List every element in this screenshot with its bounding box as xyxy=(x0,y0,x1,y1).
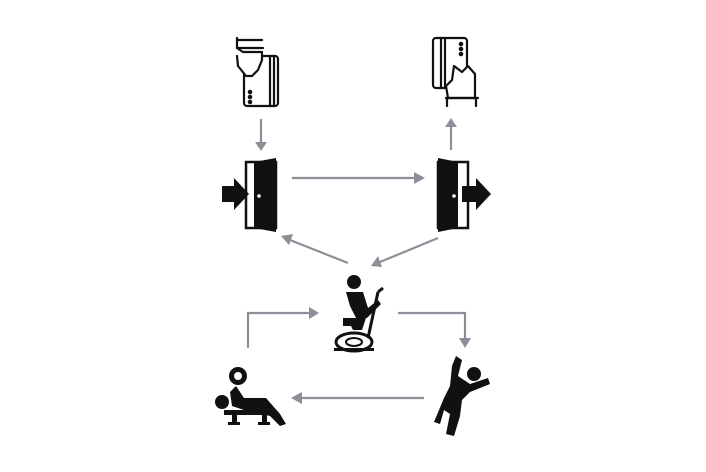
arrow-door-enter-to-door-exit xyxy=(292,172,425,184)
door-exit-icon xyxy=(436,158,491,232)
door-enter-icon xyxy=(222,158,278,232)
arrow-door-exit-to-bike xyxy=(371,236,439,267)
hand-card-insert-icon xyxy=(235,36,280,108)
exercise-bike-icon xyxy=(334,275,384,353)
bench-press-icon xyxy=(215,367,286,426)
arrow-bench-to-bike xyxy=(246,307,319,348)
arrow-card-to-door-enter xyxy=(255,119,267,151)
hand-card-remove-icon xyxy=(431,36,480,108)
stretching-person-icon xyxy=(434,356,490,436)
arrow-door-exit-to-card-remove xyxy=(445,118,457,150)
arrow-bike-to-stretching xyxy=(398,311,471,348)
arrow-stretching-to-bench xyxy=(291,392,424,404)
arrow-bike-to-door-enter xyxy=(281,234,349,265)
